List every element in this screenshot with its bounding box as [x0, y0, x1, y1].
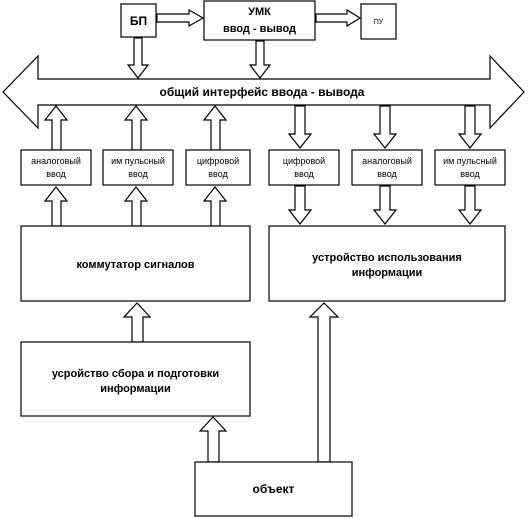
analog-output-line1: аналоговый [362, 156, 412, 166]
arrow-commutator-to-analog-in [43, 186, 69, 227]
arrow-analog-in-to-bus [43, 105, 69, 151]
digital-input-box [185, 149, 251, 186]
arrow-umk-to-bus [248, 40, 272, 79]
arrow-bp-to-bus [126, 37, 150, 79]
pulse-input-line1: им пульсный [111, 156, 165, 166]
umk-title-label: УМК [248, 6, 271, 18]
power-supply-box [120, 3, 157, 38]
arrow-bus-to-digital-out [287, 105, 313, 149]
arrow-analog-out-to-usage [372, 185, 398, 225]
arrow-digital-out-to-usage [287, 185, 313, 225]
bp-label: БП [130, 14, 147, 28]
arrow-commutator-to-digital-in [202, 186, 228, 227]
arrow-digital-in-to-bus [202, 105, 228, 151]
pulse-input-line2: ввод [128, 169, 148, 179]
collector-line2: информации [100, 383, 171, 395]
pulse-output-line1: им пульсный [443, 156, 497, 166]
digital-input-line1: цифровой [197, 156, 239, 166]
bus-label: общий интерфейс ввода - вывода [160, 85, 365, 99]
control-panel-box [360, 3, 397, 40]
arrow-object-to-usage [308, 302, 340, 463]
io-bus-arrow [2, 54, 525, 130]
analog-output-box [351, 149, 423, 186]
commutator-box [20, 225, 251, 302]
analog-input-box [20, 149, 92, 186]
arrow-bus-to-pulse-out [457, 105, 483, 149]
pu-label: ПУ [374, 19, 384, 26]
arrow-pulse-out-to-usage [457, 185, 483, 225]
commutator-label: коммутатор сигналов [76, 259, 194, 271]
usage-device-box [268, 225, 506, 302]
object-label: объект [253, 482, 295, 496]
arrow-collector-to-commutator [122, 302, 152, 343]
analog-input-line2: ввод [46, 169, 66, 179]
digital-output-line2: ввод [294, 169, 314, 179]
usage-line2: информации [352, 267, 423, 279]
collector-box [20, 341, 251, 417]
pulse-output-line2: ввод [460, 169, 480, 179]
arrow-umk-to-pu [315, 8, 362, 28]
umk-box [203, 0, 316, 41]
collector-line1: усройство сбора и подготовки [52, 368, 219, 380]
analog-output-line2: ввод [377, 169, 397, 179]
digital-input-line2: ввод [208, 169, 228, 179]
analog-input-line1: аналоговый [31, 156, 81, 166]
pulse-input-box [102, 149, 174, 186]
usage-line1: устройство использования [312, 252, 462, 264]
arrow-bus-to-analog-out [372, 105, 398, 149]
arrow-bp-to-umk [156, 8, 205, 28]
arrow-object-to-collector [198, 416, 228, 463]
object-box [194, 461, 353, 517]
digital-output-line1: цифровой [283, 156, 325, 166]
pulse-output-box [434, 149, 506, 186]
arrow-commutator-to-pulse-in [123, 186, 149, 227]
digital-output-box [268, 149, 340, 186]
umk-sub-label: ввод - вывод [223, 23, 296, 35]
arrow-pulse-in-to-bus [123, 105, 149, 151]
